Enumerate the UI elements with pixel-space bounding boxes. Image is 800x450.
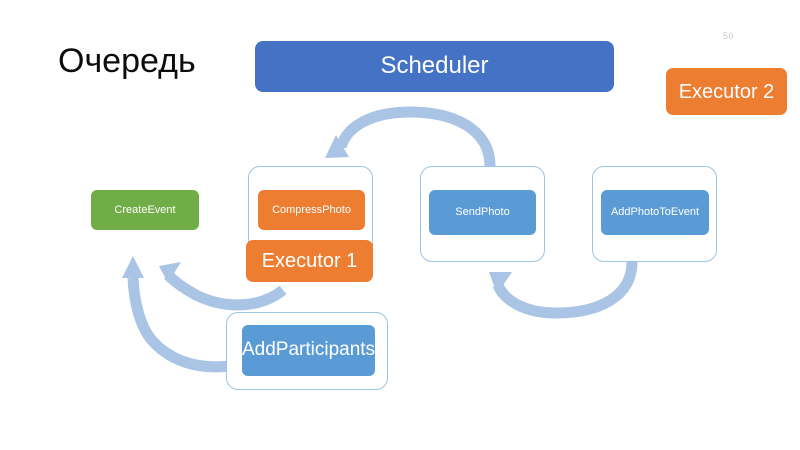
- task-addphototoevent[interactable]: AddPhotoToEvent: [601, 190, 709, 235]
- page-number: 50: [723, 31, 735, 41]
- task-sendphoto[interactable]: SendPhoto: [429, 190, 536, 235]
- task-createevent[interactable]: CreateEvent: [91, 190, 199, 230]
- arrow-addparticipants-to-createevent: [122, 256, 231, 373]
- executor-1-node[interactable]: Executor 1: [246, 240, 373, 282]
- task-addparticipants[interactable]: AddParticipants: [242, 325, 375, 376]
- scheduler-node[interactable]: Scheduler: [255, 41, 614, 92]
- arrow-sendphoto-to-compressphoto: [325, 106, 496, 167]
- page-title: Очередь: [58, 42, 196, 80]
- arrow-addphototoevent-to-sendphoto: [489, 261, 638, 319]
- executor-2-node[interactable]: Executor 2: [666, 68, 787, 115]
- task-compressphoto[interactable]: CompressPhoto: [258, 190, 365, 230]
